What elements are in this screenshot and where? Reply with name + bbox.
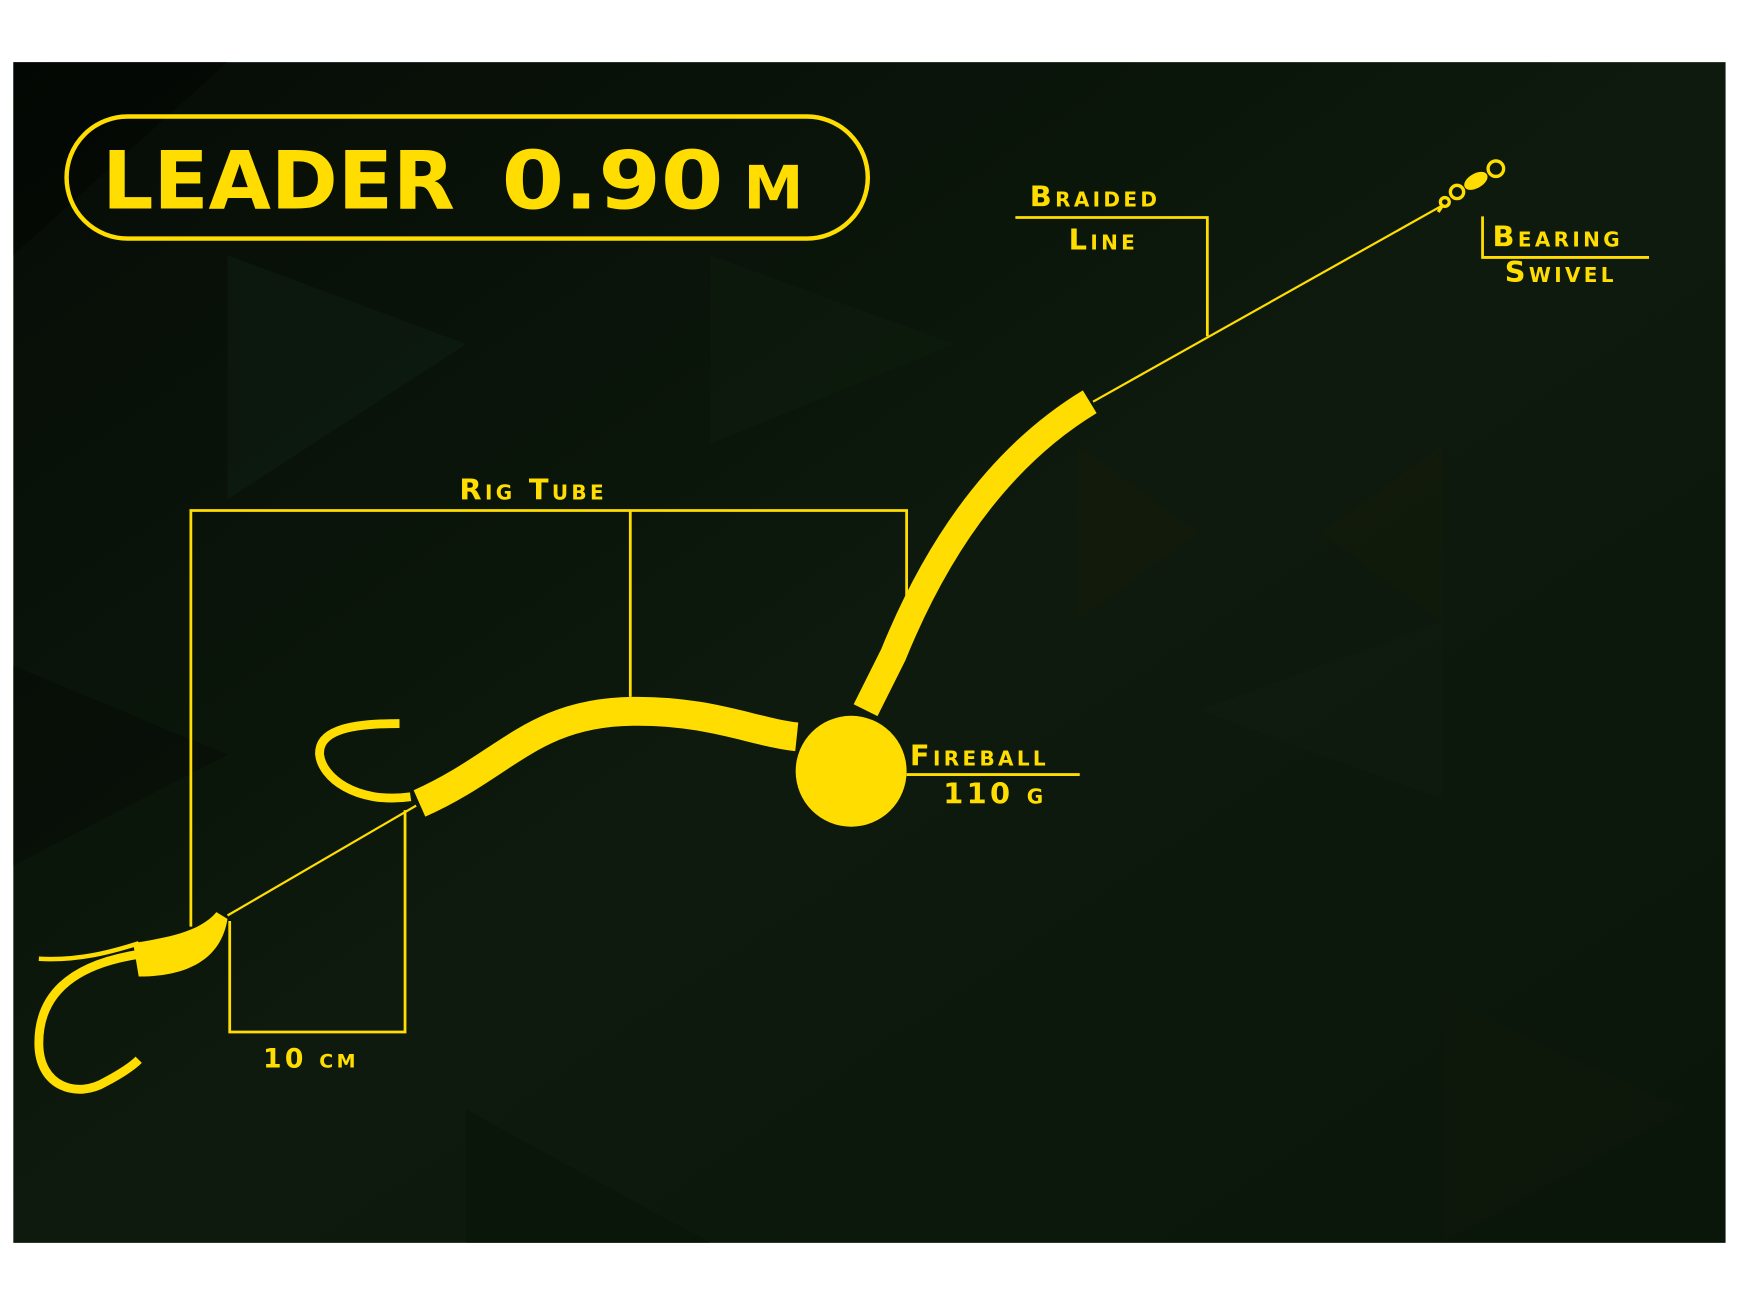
- title-unit: M: [743, 154, 803, 224]
- label-fireball: Fireball: [910, 739, 1049, 773]
- fireball-weight: [795, 715, 907, 827]
- title-pill: [64, 114, 870, 241]
- bearing-swivel-callout: [1481, 216, 1650, 259]
- label-line: Line: [1069, 223, 1139, 257]
- rig-tube-callout: [189, 509, 909, 927]
- label-swivel: Swivel: [1505, 255, 1617, 289]
- bearing-swivel-icon: [1436, 159, 1506, 213]
- rig-tube: [413, 696, 799, 817]
- title-length: 0.90: [502, 135, 724, 228]
- background-panel: [13, 62, 1726, 1243]
- bottom-hook-icon: [34, 912, 228, 1094]
- title-leader: LEADER: [102, 135, 455, 228]
- label-bearing: Bearing: [1493, 219, 1623, 253]
- label-hook-length: 10 cm: [263, 1044, 359, 1075]
- hook-length-callout: [228, 810, 407, 1034]
- label-fireball-weight: 110 g: [943, 776, 1046, 810]
- hook-link-line: [226, 804, 417, 917]
- label-rig-tube: Rig Tube: [459, 472, 607, 506]
- braided-line: [1092, 204, 1444, 403]
- braided-line-callout: [1015, 216, 1209, 337]
- upper-hook-icon: [315, 719, 412, 803]
- label-braided: Braided: [1030, 179, 1160, 213]
- anti-tangle-tube: [853, 390, 1097, 717]
